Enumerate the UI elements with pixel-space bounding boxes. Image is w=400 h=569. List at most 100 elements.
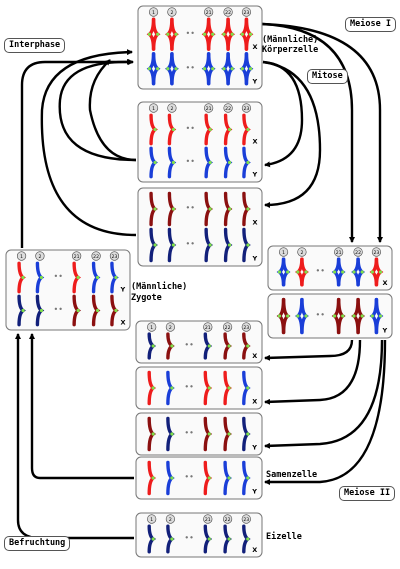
chromosome <box>203 332 213 360</box>
centromere <box>207 476 211 480</box>
chromosome <box>294 297 309 335</box>
chromosome <box>204 146 213 179</box>
chromosome-number-badge <box>241 322 251 332</box>
centromere <box>370 270 374 274</box>
chromosome-number-badge <box>148 103 159 113</box>
centromere <box>222 32 226 36</box>
mitose-arrow-2 <box>262 60 322 208</box>
chromosome-number: 2 <box>38 254 41 260</box>
cell-box <box>267 245 393 291</box>
chromosome <box>35 261 45 294</box>
centromere <box>21 275 25 280</box>
chromosome <box>166 370 175 406</box>
chromosome-number: 21 <box>206 106 212 112</box>
chromosome <box>110 261 119 294</box>
centromere <box>360 314 364 318</box>
ellipsis-dots: •• <box>54 305 63 314</box>
centromere <box>208 160 212 165</box>
ellipsis-dots: •• <box>316 266 325 275</box>
mitose-return-arrow-3 <box>88 59 137 162</box>
ellipsis-dots: •• <box>186 240 195 249</box>
centromere <box>246 160 250 165</box>
eizelle-caption: Eizelle <box>266 532 302 542</box>
chromosome-number-badge <box>167 7 177 17</box>
chromosome <box>201 52 216 86</box>
centromere <box>240 32 244 36</box>
chromosome-number: 21 <box>336 250 342 256</box>
ellipsis-dots: •• <box>186 157 195 166</box>
chromosome <box>369 297 384 335</box>
chromosome <box>242 191 251 227</box>
centromere <box>246 127 250 132</box>
befruchtung-arrow-eizelle <box>15 333 134 540</box>
meiose-2-label: Meiose II <box>339 486 396 501</box>
sex-chromosome-label: X <box>252 398 257 406</box>
befruchtung-label: Befruchtung <box>4 536 71 551</box>
chromosome-number: 2 <box>169 517 172 523</box>
chromosome <box>149 146 158 179</box>
centromere <box>151 537 155 541</box>
centromere <box>171 207 176 211</box>
chromosome-number-badge <box>147 514 157 524</box>
chromosome-number: 22 <box>225 10 231 16</box>
chromosome <box>203 460 213 496</box>
centromere <box>153 127 157 132</box>
chromosome <box>166 332 175 360</box>
cell-box <box>137 187 263 267</box>
centromere <box>227 160 232 165</box>
meiose-2-arrow-2 <box>264 339 362 405</box>
chromosome <box>147 332 157 360</box>
chromosome <box>110 294 119 327</box>
centromere <box>207 537 211 541</box>
centromere <box>248 67 253 71</box>
chromosome-number-badge <box>241 7 252 17</box>
meiose-2-product-3: ••Y <box>135 412 263 456</box>
centromere <box>174 67 178 71</box>
chromosome-number-badge <box>204 103 214 113</box>
centromere <box>166 32 170 36</box>
zygote-caption-2: Zygote <box>131 293 162 303</box>
centromere <box>147 32 152 36</box>
centromere <box>95 275 100 280</box>
centromere <box>240 67 244 71</box>
chromosome <box>167 227 177 263</box>
centromere <box>230 67 234 71</box>
centromere <box>296 314 300 318</box>
chromosome-number: 22 <box>355 250 361 256</box>
chromosome <box>294 257 309 287</box>
centromere <box>246 344 250 348</box>
chromosome <box>331 257 346 287</box>
ellipsis-dots: •• <box>186 63 195 72</box>
centromere <box>170 344 174 348</box>
samenzelle-caption: Samenzelle <box>266 470 318 480</box>
chromosome-number: 21 <box>206 10 212 16</box>
chromosome-number: 2 <box>169 325 172 331</box>
chromosome <box>242 146 251 179</box>
chromosome <box>72 294 81 327</box>
chromosome <box>166 524 175 554</box>
chromosome <box>203 524 213 554</box>
chromosome <box>239 17 254 51</box>
centromere <box>248 32 253 36</box>
centromere <box>378 270 383 274</box>
ellipsis-dots: •• <box>186 204 195 213</box>
chromosome-number-badge <box>203 514 213 524</box>
centromere <box>246 476 250 480</box>
centromere <box>370 314 374 318</box>
chromosome <box>239 52 254 86</box>
chromosome-number: 2 <box>300 250 303 256</box>
koerperzelle-caption-1: (Männliche) <box>262 35 319 45</box>
centromere <box>151 432 155 436</box>
centromere <box>341 314 345 318</box>
chromosome <box>149 113 158 146</box>
sex-chromosome-label: X <box>120 319 125 327</box>
sex-chromosome-label: Y <box>251 255 257 263</box>
sex-chromosome-label: X <box>252 546 257 554</box>
chromosome <box>147 416 157 452</box>
chromosome <box>203 416 213 452</box>
centromere <box>227 476 231 480</box>
centromere <box>156 32 160 36</box>
